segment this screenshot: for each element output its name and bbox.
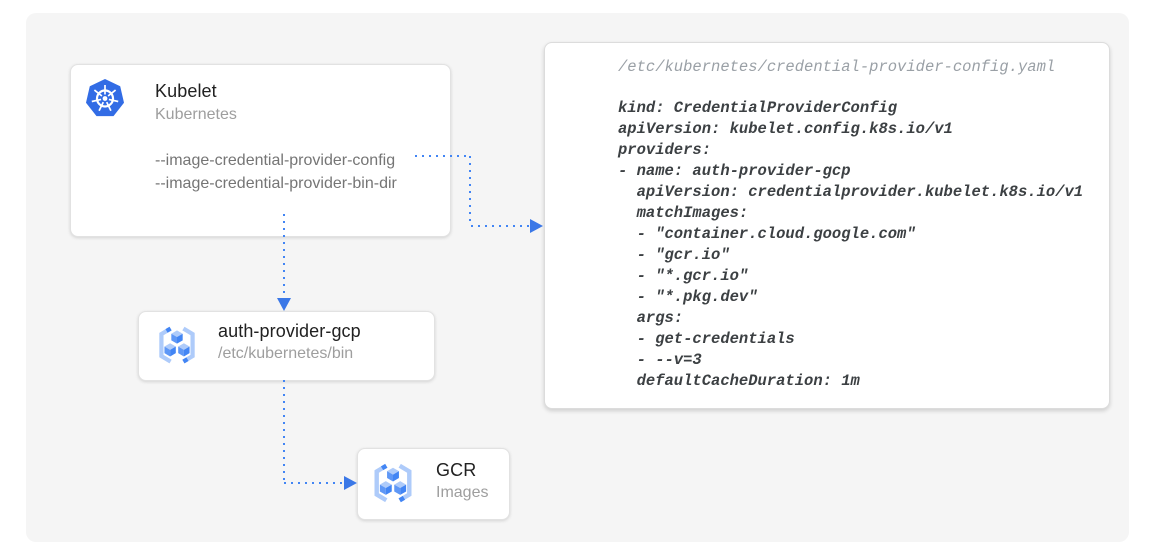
arrowhead-right-icon [344, 476, 357, 490]
kubelet-flags: --image-credential-provider-config --ima… [155, 149, 397, 195]
yaml-filename: /etc/kubernetes/credential-provider-conf… [618, 58, 1056, 76]
kubelet-node: Kubelet Kubernetes --image-credential-pr… [70, 64, 451, 237]
gcr-node: GCR Images [357, 448, 510, 520]
yaml-code: kind: CredentialProviderConfig apiVersio… [618, 99, 1084, 390]
kubelet-title: Kubelet [155, 81, 217, 101]
arrow-segment [284, 482, 343, 484]
gcr-title: GCR [436, 460, 477, 480]
arrowhead-right-icon [530, 219, 543, 233]
gcr-subtitle: Images [436, 484, 489, 501]
arrow-segment [283, 380, 285, 482]
arrowhead-down-icon [277, 298, 291, 311]
container-registry-icon [370, 461, 416, 507]
kubelet-subtitle: Kubernetes [155, 106, 237, 123]
arrow-segment [469, 156, 471, 226]
kubelet-flag-config: --image-credential-provider-config [155, 152, 396, 169]
yaml-config-panel: /etc/kubernetes/credential-provider-conf… [544, 42, 1110, 409]
container-registry-icon [155, 324, 199, 368]
auth-provider-node: auth-provider-gcp /etc/kubernetes/bin [138, 311, 435, 381]
arrow-segment [471, 225, 530, 227]
kubernetes-helm-icon [85, 78, 125, 119]
arrow-segment [415, 155, 471, 157]
auth-provider-subtitle: /etc/kubernetes/bin [218, 345, 354, 362]
auth-provider-title: auth-provider-gcp [218, 321, 361, 341]
kubelet-flag-bin-dir: --image-credential-provider-bin-dir [155, 175, 397, 192]
arrow-segment [283, 214, 285, 299]
